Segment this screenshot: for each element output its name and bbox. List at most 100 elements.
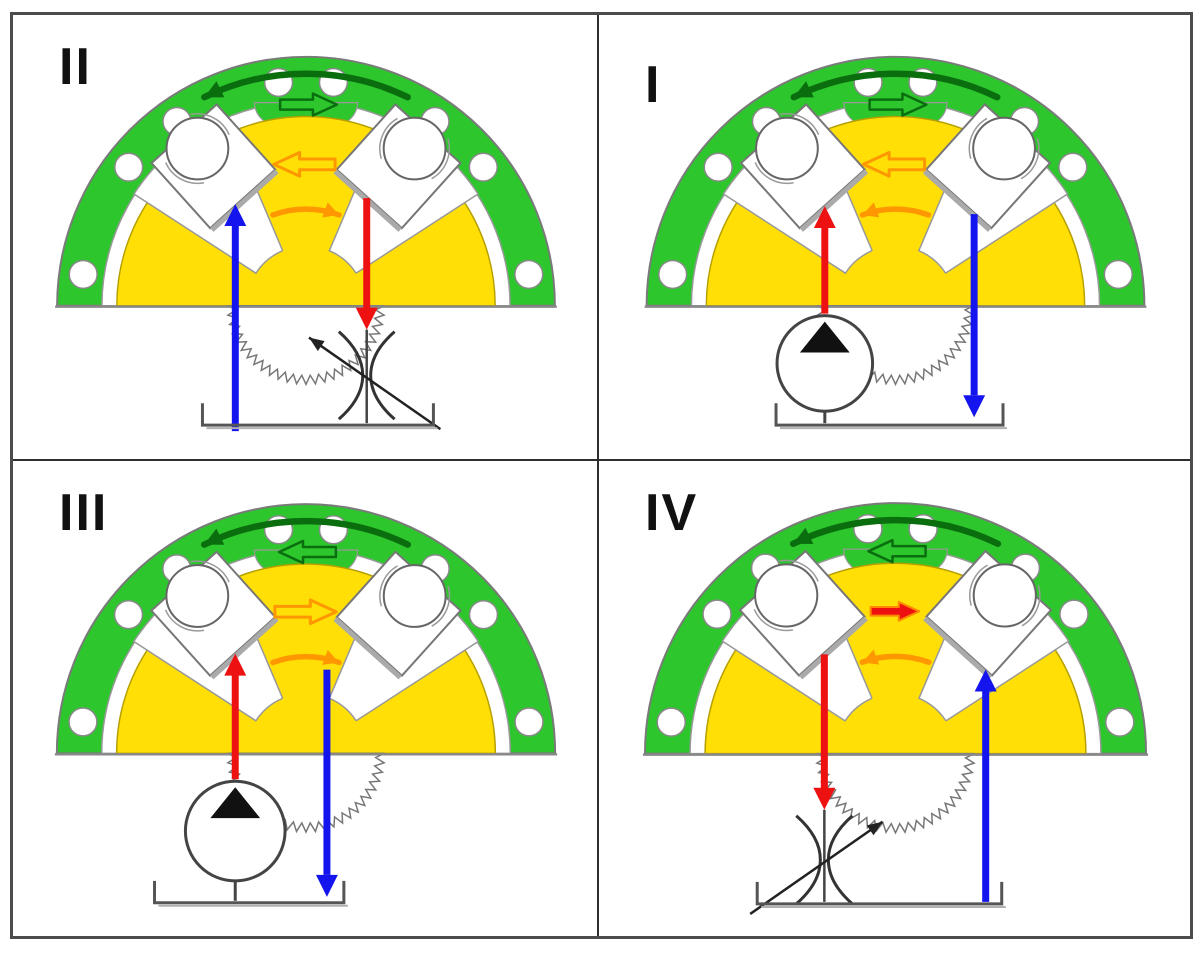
reservoir-icon [774, 403, 1007, 430]
quadrant-label: II [59, 38, 92, 96]
ring-hole [1104, 707, 1135, 737]
ring-hole [114, 152, 144, 182]
ring-rotation-arrow-icon [201, 70, 411, 101]
flow-arrow-blue [224, 204, 247, 432]
rotor-arrow-icon [273, 598, 338, 626]
reservoir-icon [200, 403, 438, 430]
ring-hole [656, 707, 687, 737]
stator-arrow-icon [278, 92, 339, 117]
roller [165, 564, 230, 628]
ring-hole [514, 707, 544, 737]
reservoir-icon [153, 880, 348, 907]
piston-left [150, 103, 279, 232]
machine-diagram [642, 502, 1149, 915]
arrowhead [355, 307, 378, 330]
stator-arrow-icon [277, 539, 338, 565]
gear-teeth [226, 304, 386, 387]
rotation-arrow-icon [270, 649, 342, 666]
ring-arrowhead [793, 527, 814, 544]
reservoir-icon [755, 881, 1006, 908]
rotor-arrow-icon [861, 151, 927, 178]
ring-arrowhead [204, 528, 225, 545]
piston-right [922, 103, 1052, 232]
quadrant-II: II [13, 15, 599, 461]
arrowhead [862, 649, 880, 665]
arrowhead [224, 653, 247, 676]
quadrant-IV: IV [599, 461, 1190, 936]
ring-rotation-arrow-icon [790, 70, 1001, 101]
ring-rotation-arrow-icon [789, 516, 1002, 548]
roller [972, 563, 1037, 628]
quadrant-label: III [59, 484, 109, 542]
stator-arrow-icon [868, 92, 928, 117]
piston-left [738, 549, 868, 680]
piston-right [333, 103, 462, 232]
machine-diagram [644, 55, 1147, 430]
rotation-arrow-icon [859, 202, 932, 218]
piston-left [739, 103, 869, 232]
ring-hole [113, 599, 144, 630]
flow-arrow-red [813, 654, 836, 810]
ring-hole [702, 599, 732, 629]
ring-hole [703, 152, 733, 182]
stator-arrow-icon [867, 538, 927, 564]
throttle-valve-icon [308, 330, 442, 431]
ring-hole [1058, 152, 1088, 182]
ring-rotation-arrow-icon [200, 517, 412, 548]
roller [754, 563, 819, 628]
rotor-arrow-icon [272, 151, 337, 178]
quadrant-grid: II I III IV [10, 12, 1193, 939]
rotation-arrow-icon [859, 649, 932, 666]
ring-hole [658, 259, 688, 290]
piston-left [149, 550, 279, 680]
flow-arrow-red [224, 653, 247, 780]
arrowhead [322, 202, 340, 218]
flow-arrow-blue [963, 214, 986, 418]
flow-arrow-blue [974, 669, 997, 902]
ring-arrowhead [793, 81, 814, 98]
piston-right [923, 549, 1053, 680]
piston-right [333, 550, 463, 680]
arrowhead [315, 874, 338, 897]
ring-hole [468, 152, 498, 182]
ring-hole [1059, 599, 1089, 629]
quadrant-label: IV [645, 484, 699, 542]
quadrant-I: I [599, 15, 1190, 461]
ring-hole [514, 259, 544, 290]
roller [382, 116, 447, 181]
gear-teeth [815, 752, 976, 835]
throttle-valve-icon [749, 814, 884, 915]
machine-diagram [55, 55, 557, 432]
radial-piston-machine [55, 55, 557, 432]
roller [165, 116, 230, 181]
radial-piston-machine [54, 503, 558, 907]
arrowhead [974, 669, 997, 692]
arrowhead [963, 395, 986, 418]
pump-icon [775, 314, 875, 424]
arrowhead [813, 206, 836, 229]
ring-hole [68, 707, 98, 737]
arrowhead [322, 649, 340, 665]
rotor-arrow-icon [869, 600, 921, 622]
rotation-arrow-icon [270, 202, 342, 218]
flow-arrow-blue [315, 669, 338, 897]
ring-arrowhead [204, 81, 225, 98]
flow-arrow-red [355, 198, 378, 330]
quadrant-label: I [645, 56, 662, 114]
roller [755, 116, 819, 181]
arrowhead [224, 204, 247, 227]
machine-diagram [54, 503, 558, 907]
arrowhead [866, 821, 883, 836]
quadrant-III: III [13, 461, 599, 936]
ring-hole [1103, 259, 1133, 290]
arrowhead [308, 337, 325, 351]
pump-icon [183, 779, 287, 901]
radial-piston-machine [644, 55, 1147, 430]
ring-hole [68, 259, 98, 290]
roller [382, 564, 447, 628]
ring-hole [468, 599, 499, 630]
radial-piston-machine [642, 502, 1149, 915]
arrowhead [813, 787, 836, 810]
arrowhead [862, 202, 880, 218]
roller [972, 116, 1036, 181]
